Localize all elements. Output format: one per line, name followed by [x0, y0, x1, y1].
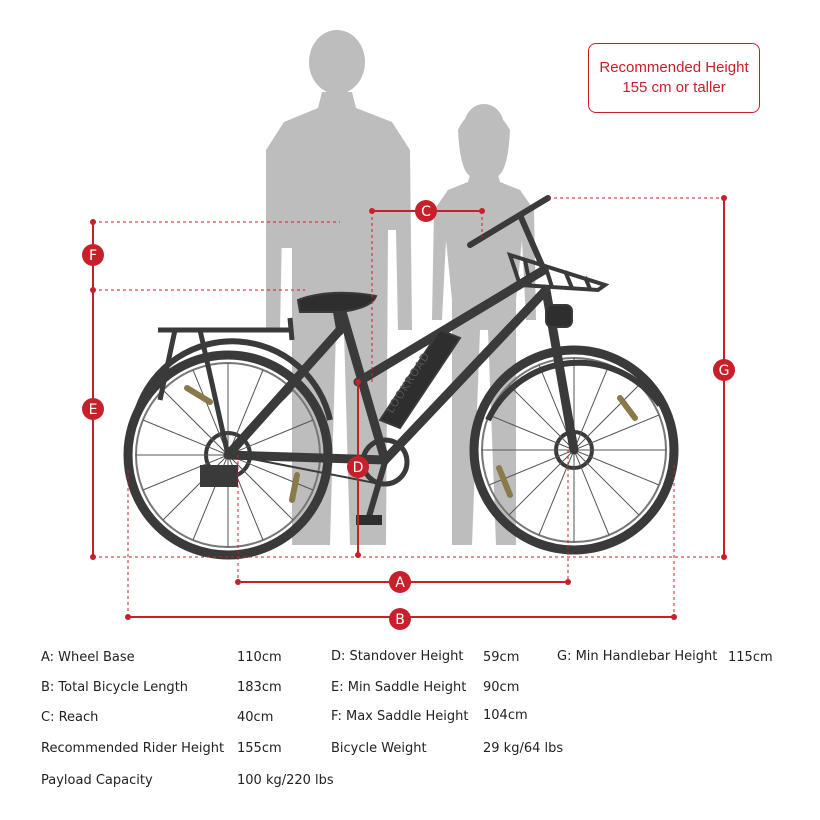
marker-d-label: D — [353, 460, 364, 476]
spec-value: 59cm — [483, 650, 520, 665]
recommended-height-callout: Recommended Height 155 cm or taller — [588, 43, 760, 113]
marker-e: E — [82, 398, 104, 420]
spec-value: 90cm — [483, 680, 520, 695]
bicycle — [123, 195, 679, 560]
callout-line-1: Recommended Height — [599, 59, 749, 76]
spec-value: 40cm — [237, 710, 274, 725]
marker-f-label: F — [89, 248, 97, 264]
spec-value: 155cm — [237, 741, 282, 756]
front-wheel — [469, 345, 679, 555]
marker-g: G — [713, 359, 735, 381]
marker-a-label: A — [395, 575, 405, 591]
marker-d: D — [347, 456, 369, 478]
spec-value: 29 kg/64 lbs — [483, 741, 564, 756]
spec-label: C: Reach — [41, 710, 99, 725]
marker-c-label: C — [421, 204, 431, 220]
front-basket — [506, 251, 610, 293]
spec-value: 115cm — [728, 650, 773, 665]
spec-label: Recommended Rider Height — [41, 741, 225, 756]
marker-b-label: B — [395, 612, 405, 628]
spec-label: Payload Capacity — [41, 773, 153, 788]
saddle — [296, 291, 378, 313]
spec-value: 110cm — [237, 650, 282, 665]
person-silhouettes — [266, 30, 536, 545]
marker-g-label: G — [719, 363, 730, 379]
spec-label: Bicycle Weight — [331, 741, 427, 756]
marker-c: C — [415, 200, 437, 222]
spec-label: A: Wheel Base — [41, 650, 135, 665]
marker-f: F — [82, 244, 104, 266]
dimension-guides — [93, 197, 724, 617]
spec-value: 100 kg/220 lbs — [237, 773, 334, 788]
marker-e-label: E — [89, 402, 98, 418]
marker-a: A — [389, 571, 411, 593]
spec-label: B: Total Bicycle Length — [41, 680, 189, 695]
spec-label: E: Min Saddle Height — [331, 680, 467, 695]
battery — [378, 328, 462, 430]
spec-value: 104cm — [483, 708, 528, 723]
spec-label: F: Max Saddle Height — [331, 709, 469, 724]
marker-b: B — [389, 608, 411, 630]
spec-value: 183cm — [237, 680, 282, 695]
callout-line-2: 155 cm or taller — [622, 79, 726, 96]
spec-label: D: Standover Height — [331, 649, 464, 664]
bike-dimension-diagram: LOOKROAD A — [82, 30, 735, 630]
spec-label: G: Min Handlebar Height — [557, 649, 718, 664]
